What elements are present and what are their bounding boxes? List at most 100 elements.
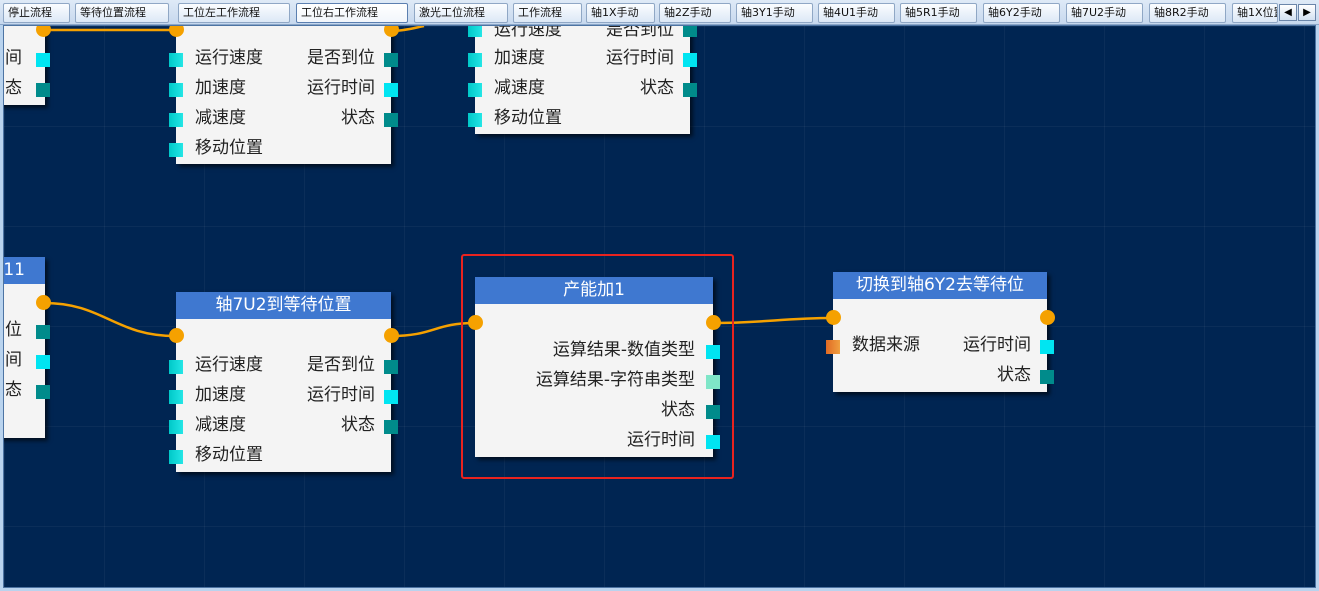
port-label-speed: 运行速度	[195, 355, 263, 375]
input-port[interactable]	[468, 26, 482, 37]
tab-left-station-flow[interactable]: 工位左工作流程	[178, 3, 290, 23]
input-port[interactable]	[169, 390, 183, 404]
port-label-status: 状态	[341, 108, 375, 128]
input-port-data-source[interactable]	[826, 340, 840, 354]
port-label-arrived: 是否到位	[606, 25, 674, 40]
tab-axis7u2-manual[interactable]: 轴7U2手动	[1066, 3, 1143, 23]
input-port[interactable]	[169, 143, 183, 157]
port-label: 间	[5, 48, 22, 68]
output-port[interactable]	[1040, 370, 1054, 384]
port-label-runtime: 运行时间	[606, 48, 674, 68]
node-output-knob[interactable]	[384, 26, 399, 37]
port-label-accel: 加速度	[195, 78, 246, 98]
tab-laser-station-flow[interactable]: 激光工位流程	[414, 3, 508, 23]
input-port[interactable]	[468, 113, 482, 127]
node-left-top-partial[interactable]: 间 态	[4, 26, 51, 105]
port-label-status: 状态	[341, 415, 375, 435]
output-port[interactable]	[683, 26, 697, 37]
port-label-status: 状态	[640, 78, 674, 98]
port-label-runtime: 运行时间	[307, 385, 375, 405]
port-label-accel: 加速度	[195, 385, 246, 405]
tab-axis2z-manual[interactable]: 轴2Z手动	[659, 3, 731, 23]
port-label-accel: 加速度	[494, 48, 545, 68]
port-label-decel: 减速度	[195, 415, 246, 435]
node-title: 产能加1	[475, 277, 713, 304]
input-port[interactable]	[468, 53, 482, 67]
port-label-result-number: 运算结果-数值类型	[552, 340, 695, 360]
wire-axis7u2-to-capacity	[390, 321, 476, 338]
flow-canvas[interactable]: 间 态 运行速度 是否到位 加速度 运行时间 减速度 状态 移动位置 运行速度 …	[3, 25, 1316, 588]
input-port[interactable]	[169, 53, 183, 67]
node-axis-move-top-right[interactable]: 运行速度 是否到位 加速度 运行时间 减速度 状态 移动位置	[468, 25, 697, 134]
port-label-status: 状态	[661, 400, 695, 420]
output-port[interactable]	[1040, 340, 1054, 354]
chevron-left-icon: ◀	[1284, 7, 1292, 18]
node-output-knob[interactable]	[384, 328, 399, 343]
tab-wait-position-flow[interactable]: 等待位置流程	[75, 3, 169, 23]
output-port[interactable]	[36, 53, 50, 67]
node-output-knob[interactable]	[706, 315, 721, 330]
tab-axis8r2-manual[interactable]: 轴8R2手动	[1149, 3, 1226, 23]
node-title: 11	[4, 257, 45, 284]
node-input-knob[interactable]	[468, 315, 483, 330]
port-label-move-pos: 移动位置	[494, 108, 562, 128]
node-axis7u2-to-wait[interactable]: 轴7U2到等待位置 运行速度 是否到位 加速度 运行时间 减速度 状态 移动位置	[169, 292, 399, 472]
input-port[interactable]	[169, 450, 183, 464]
output-port[interactable]	[706, 375, 720, 389]
output-port[interactable]	[384, 420, 398, 434]
port-label-move-pos: 移动位置	[195, 445, 263, 465]
node-switch-axis6y2-wait[interactable]: 切换到轴6Y2去等待位 数据来源 运行时间 状态	[826, 272, 1055, 392]
output-port[interactable]	[706, 405, 720, 419]
port-label-move-pos: 移动位置	[195, 138, 263, 158]
tab-next-button[interactable]: ▶	[1298, 4, 1316, 21]
node-title: 轴7U2到等待位置	[176, 292, 391, 319]
output-port[interactable]	[384, 360, 398, 374]
output-port[interactable]	[36, 355, 50, 369]
output-port[interactable]	[36, 325, 50, 339]
output-port[interactable]	[384, 390, 398, 404]
input-port[interactable]	[169, 360, 183, 374]
tab-bar: 停止流程 等待位置流程 工位左工作流程 工位右工作流程 激光工位流程 工作流程 …	[0, 0, 1319, 25]
port-label: 态	[5, 380, 22, 400]
input-port[interactable]	[169, 420, 183, 434]
tab-axis1x-manual[interactable]: 轴1X手动	[586, 3, 655, 23]
tab-axis6y2-manual[interactable]: 轴6Y2手动	[983, 3, 1060, 23]
node-input-knob[interactable]	[169, 328, 184, 343]
port-label-speed: 运行速度	[494, 25, 562, 40]
output-port[interactable]	[683, 53, 697, 67]
node-output-knob[interactable]	[36, 295, 51, 310]
wire-capacity-to-switch	[712, 316, 834, 325]
output-port[interactable]	[36, 83, 50, 97]
output-port[interactable]	[36, 385, 50, 399]
output-port[interactable]	[706, 435, 720, 449]
tab-right-station-flow[interactable]: 工位右工作流程	[296, 3, 408, 23]
input-port[interactable]	[468, 83, 482, 97]
tab-work-flow[interactable]: 工作流程	[513, 3, 582, 23]
output-port[interactable]	[384, 53, 398, 67]
node-output-knob[interactable]	[1040, 310, 1055, 325]
output-port[interactable]	[384, 83, 398, 97]
tab-axis1x-position[interactable]: 轴1X位置	[1232, 3, 1278, 23]
port-label-runtime: 运行时间	[307, 78, 375, 98]
input-port[interactable]	[169, 113, 183, 127]
input-port[interactable]	[169, 83, 183, 97]
node-input-knob[interactable]	[169, 26, 184, 37]
output-port[interactable]	[384, 113, 398, 127]
tab-prev-button[interactable]: ◀	[1279, 4, 1297, 21]
wire-left-to-axis7u2	[43, 301, 177, 338]
port-label-arrived: 是否到位	[307, 355, 375, 375]
output-port[interactable]	[706, 345, 720, 359]
tab-axis5r1-manual[interactable]: 轴5R1手动	[900, 3, 977, 23]
node-input-knob[interactable]	[826, 310, 841, 325]
tab-axis4u1-manual[interactable]: 轴4U1手动	[818, 3, 895, 23]
port-label-arrived: 是否到位	[307, 48, 375, 68]
tab-stop-flow[interactable]: 停止流程	[3, 3, 70, 23]
node-title: 切换到轴6Y2去等待位	[833, 272, 1047, 299]
tab-axis3y1-manual[interactable]: 轴3Y1手动	[736, 3, 813, 23]
port-label: 态	[5, 78, 22, 98]
node-output-knob[interactable]	[36, 26, 51, 37]
output-port[interactable]	[683, 83, 697, 97]
node-left-bottom-partial[interactable]: 11 位 间 态	[4, 257, 51, 438]
node-axis-move-top[interactable]: 运行速度 是否到位 加速度 运行时间 减速度 状态 移动位置	[169, 26, 399, 164]
node-capacity-plus-one[interactable]: 产能加1 运算结果-数值类型 运算结果-字符串类型 状态 运行时间	[468, 277, 721, 457]
